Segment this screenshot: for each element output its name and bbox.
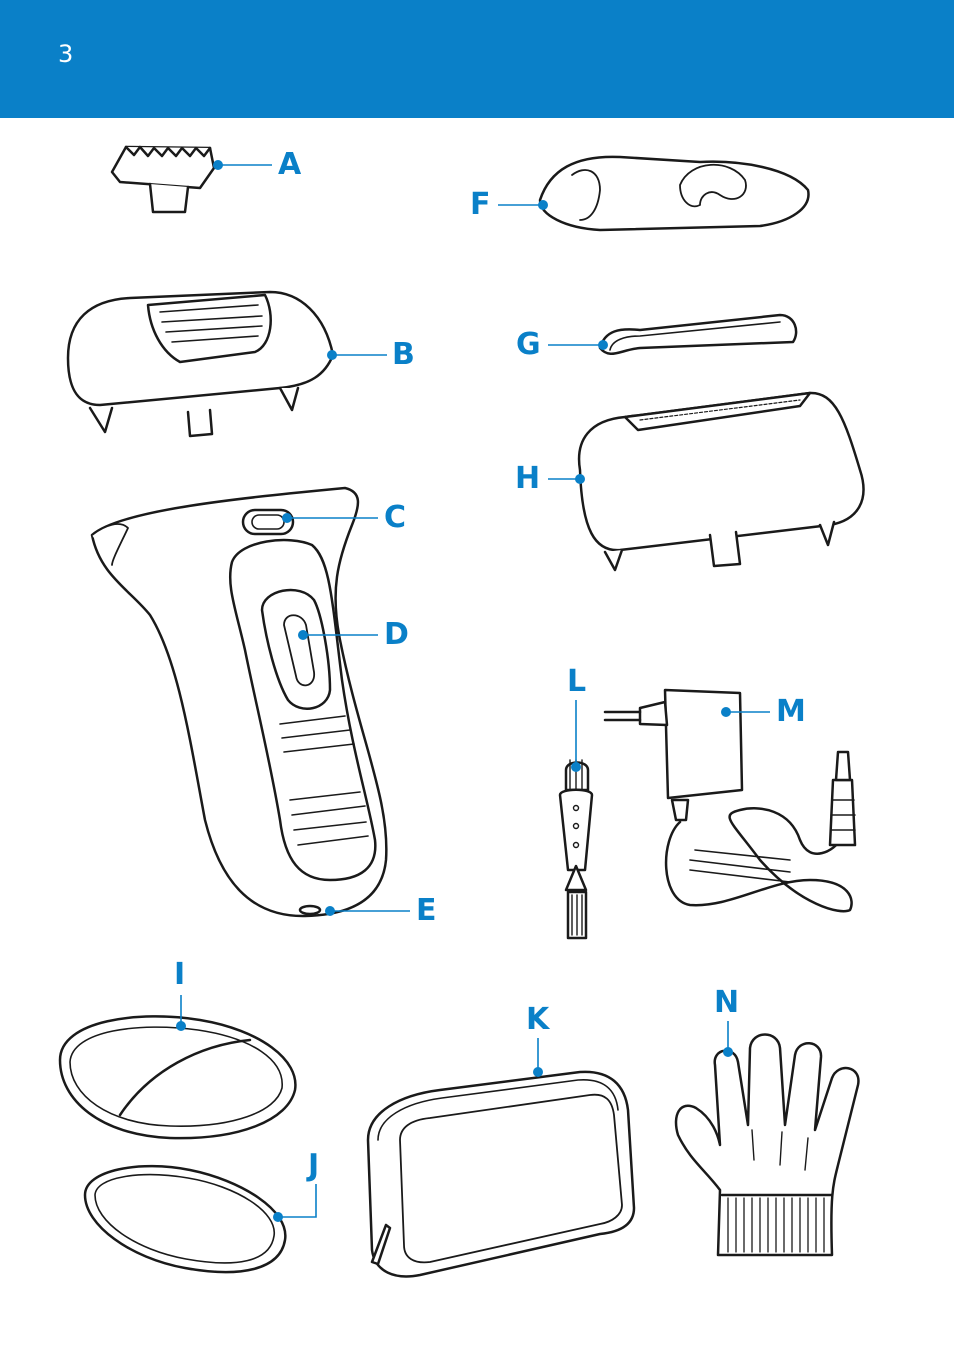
- part-label-g: G: [516, 330, 541, 360]
- part-label-d: D: [384, 620, 409, 650]
- part-label-f: F: [470, 190, 491, 220]
- shaving-cap-icon: [600, 315, 796, 354]
- epilator-body-icon: [92, 488, 386, 916]
- part-label-n: N: [714, 988, 739, 1018]
- adapter-icon: [605, 690, 855, 911]
- massage-sponge-icon: [85, 1166, 285, 1272]
- callout-dot-h: [575, 474, 585, 484]
- comb-attachment-icon: [112, 147, 214, 212]
- callout-dot-a: [213, 160, 223, 170]
- part-label-l: L: [567, 667, 586, 697]
- protection-cap-icon: [540, 157, 808, 230]
- callout-dot-l: [571, 762, 581, 772]
- callout-dot-e: [325, 906, 335, 916]
- part-label-e: E: [416, 896, 437, 926]
- pouch-icon: [368, 1072, 634, 1277]
- callout-dot-m: [721, 707, 731, 717]
- callout-dot-f: [538, 200, 548, 210]
- shaving-head-icon: [579, 393, 863, 570]
- part-label-j: J: [308, 1151, 319, 1181]
- callout-dot-j: [273, 1212, 283, 1222]
- callout-dot-c: [282, 513, 292, 523]
- callout-dot-n: [723, 1047, 733, 1057]
- callout-dot-d: [298, 630, 308, 640]
- cleaning-brush-icon: [560, 760, 592, 938]
- exfoliation-mitt-icon: [60, 1016, 295, 1138]
- part-label-a: A: [278, 150, 301, 180]
- part-label-m: M: [776, 697, 806, 727]
- epilating-head-icon: [68, 292, 333, 436]
- callout-dot-k: [533, 1067, 543, 1077]
- part-label-h: H: [515, 464, 540, 494]
- part-label-k: K: [526, 1005, 549, 1035]
- part-label-i: I: [174, 960, 185, 990]
- callout-dot-g: [598, 340, 608, 350]
- part-label-c: C: [384, 503, 406, 533]
- part-label-b: B: [392, 340, 415, 370]
- callout-dot-b: [327, 350, 337, 360]
- callout-dot-i: [176, 1021, 186, 1031]
- exfoliation-glove-icon: [676, 1035, 858, 1256]
